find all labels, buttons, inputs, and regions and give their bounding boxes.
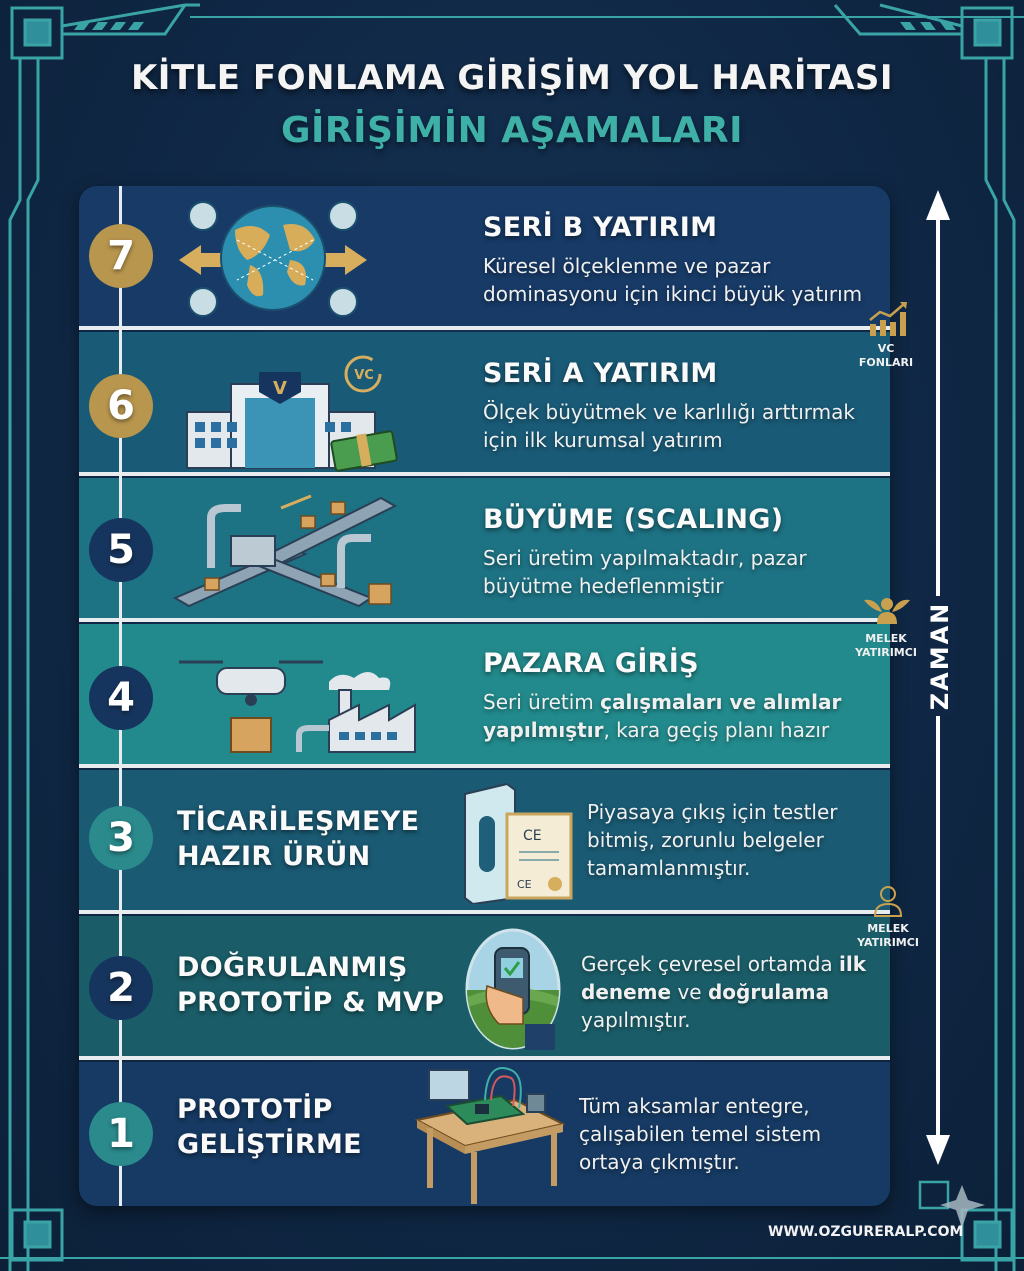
side-label-line: YATIRIMCI (857, 935, 919, 949)
page-subtitle: GİRİŞİMİN AŞAMALARI (280, 110, 743, 151)
stage-title: DOĞRULANMIŞ PROTOTİP & MVP (177, 950, 444, 1020)
stage-number-badge: 1 (89, 1102, 153, 1166)
desc-part-bold: doğrulama (707, 980, 830, 1004)
stage-title: PROTOTİP GELİŞTİRME (177, 1092, 362, 1162)
stage-title-line: GELİŞTİRME (177, 1129, 362, 1161)
desc-part: yapılmıştır. (581, 1008, 691, 1032)
conveyor-belt-icon (172, 494, 398, 608)
side-label-line: VC (877, 342, 895, 355)
stage-divider (79, 472, 890, 476)
desc-part: ve (671, 980, 708, 1004)
svg-text:V: V (273, 378, 287, 399)
svg-text:CE: CE (523, 828, 542, 844)
side-label-angel-investor: MELEK YATIRIMCI (846, 632, 926, 660)
stage-title: SERİ B YATIRIM (483, 212, 718, 243)
stage-title: SERİ A YATIRIM (483, 358, 718, 389)
stage-description: Piyasaya çıkış için testler bitmiş, zoru… (587, 800, 838, 880)
growth-chart-icon (869, 302, 907, 336)
stage-title: BÜYÜME (SCALING) (483, 504, 784, 535)
stage-divider (79, 618, 890, 622)
time-axis-label: ZAMAN (924, 596, 956, 716)
stage-number-badge: 6 (89, 374, 153, 438)
workbench-circuit-icon (415, 1067, 565, 1204)
desc-part: Seri üretim (483, 690, 601, 714)
stage-4: 4 PAZARA GİRİŞ Seri üretim çalışmaları v… (79, 624, 890, 768)
stage-title-line: TİCARİLEŞMEYE (177, 806, 420, 837)
svg-text:CE: CE (517, 878, 532, 891)
handheld-device-field-icon (465, 928, 561, 1050)
side-label-line: MELEK (865, 632, 907, 645)
side-label-line: MELEK (867, 922, 909, 935)
website-link[interactable]: WWW.OZGURERALP.COM (768, 1224, 964, 1240)
stage-title-line: HAZIR ÜRÜN (177, 841, 371, 873)
person-outline-icon (873, 886, 903, 917)
angel-icon (864, 598, 910, 624)
stage-1: 1 PROTOTİP GELİŞTİRME Tüm aksamlar enteg… (79, 1062, 890, 1206)
desc-part-bold: çalışmaları ve alımlar yapılmıştır (483, 690, 842, 742)
stage-divider (79, 1056, 890, 1060)
stage-number-badge: 2 (89, 956, 153, 1020)
stage-3: 3 TİCARİLEŞMEYE HAZIR ÜRÜN CE CE Piyasay… (79, 770, 890, 914)
stage-description: Küresel ölçeklenme ve pazar dominasyonu … (483, 254, 863, 306)
stage-description: Seri üretim çalışmaları ve alımlar yapıl… (483, 688, 883, 744)
stage-title: PAZARA GİRİŞ (483, 648, 699, 679)
stage-5: 5 BÜYÜME (SCALING) Seri üretim yapılmakt… (79, 478, 890, 622)
desc-part: Gerçek çevresel ortamda (581, 952, 840, 976)
stage-title-line: PROTOTİP & MVP (177, 987, 445, 1019)
stage-2: 2 DOĞRULANMIŞ PROTOTİP & MVP Gerçek çevr… (79, 916, 890, 1060)
page-title: KİTLE FONLAMA GİRİŞİM YOL HARİTASI (130, 58, 894, 98)
stage-description: Ölçek büyütmek ve karlılığı arttırmak iç… (483, 400, 855, 452)
stage-number-badge: 5 (89, 518, 153, 582)
stage-number-badge: 4 (89, 666, 153, 730)
side-label-line: YATIRIMCI (855, 645, 917, 659)
roadmap-panel: 7 SERİ B YATIRIM Küresel ölçeklenme ve p… (79, 186, 890, 1206)
stage-title-line: DOĞRULANMIŞ (177, 952, 408, 983)
stage-number-badge: 7 (89, 224, 153, 288)
stage-title: TİCARİLEŞMEYE HAZIR ÜRÜN (177, 804, 419, 874)
product-box-ce-certificate-icon: CE CE (464, 782, 573, 904)
stage-divider (79, 326, 890, 330)
desc-part: , kara geçiş planı hazır (603, 718, 830, 742)
side-label-angel-investor-2: MELEK YATIRIMCI (848, 922, 928, 950)
globe-expansion-icon (179, 201, 367, 317)
stage-description: Seri üretim yapılmaktadır, pazar büyütme… (483, 546, 807, 598)
vc-coin-icon: VC (344, 355, 382, 393)
drone-factory-icon (179, 660, 416, 753)
stage-6: 6 V VC SERİ A YATIRIM Ölçek büyütmek ve … (79, 332, 890, 476)
stage-description: Gerçek çevresel ortamda ilk deneme ve do… (581, 950, 887, 1034)
stage-divider (79, 910, 890, 914)
stage-7: 7 SERİ B YATIRIM Küresel ölçeklenme ve p… (79, 186, 890, 330)
stage-divider (79, 764, 890, 768)
vc-building-money-icon: V (186, 372, 398, 472)
stage-description: Tüm aksamlar entegre, çalışabilen temel … (579, 1094, 822, 1174)
side-label-line: FONLARI (858, 355, 914, 369)
desc-part-bold: ilk deneme (581, 952, 867, 1004)
svg-text:VC: VC (354, 368, 374, 383)
stage-title-line: PROTOTİP (177, 1094, 333, 1125)
side-label-vc-funds: VC FONLARI (846, 342, 926, 370)
stage-number-badge: 3 (89, 806, 153, 870)
